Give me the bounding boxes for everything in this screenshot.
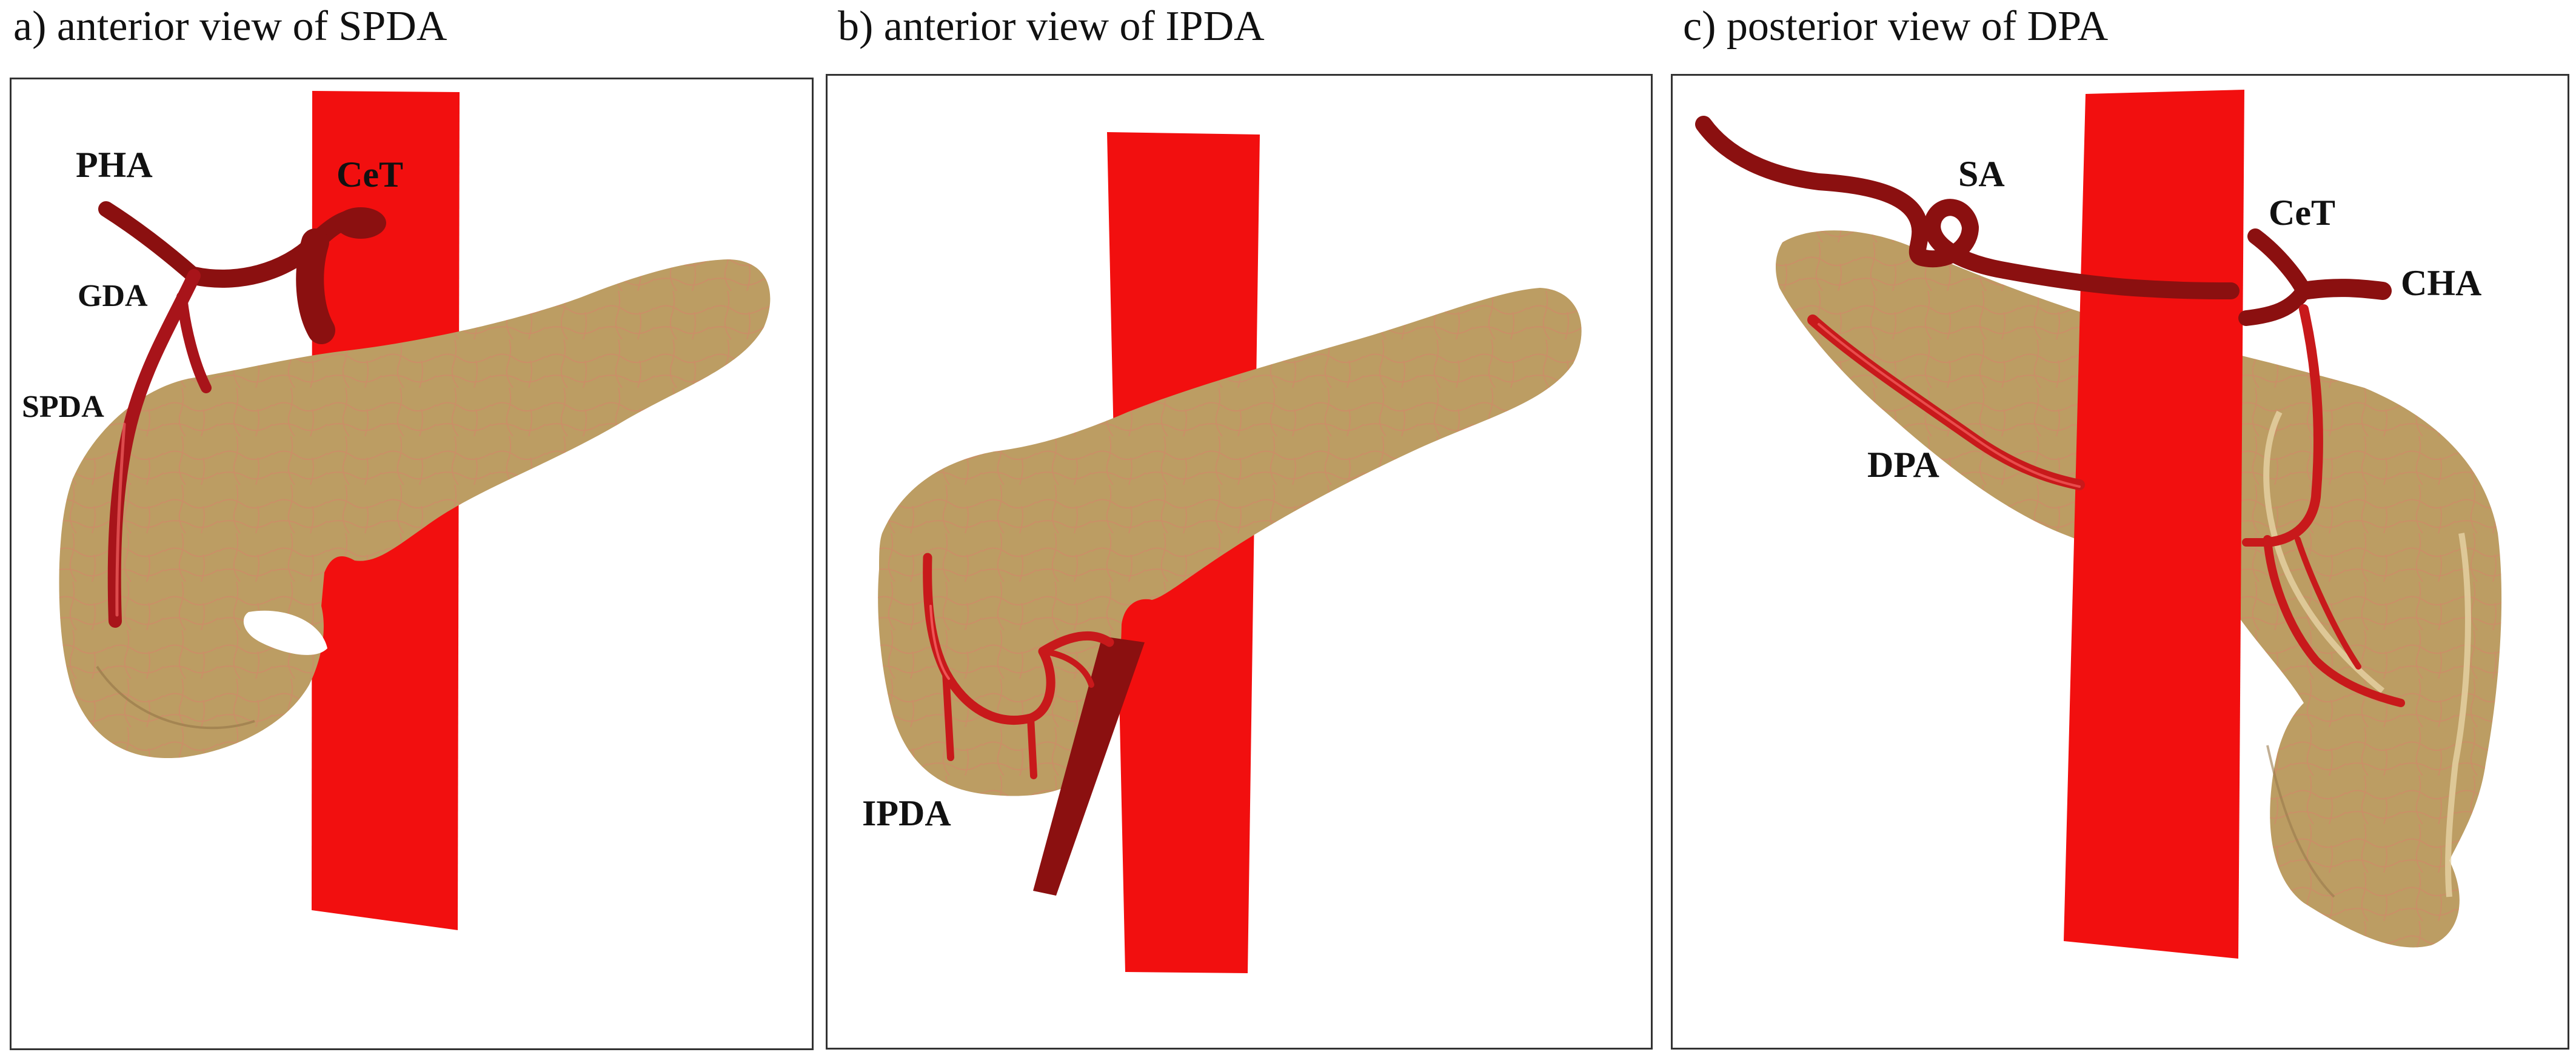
spda-artery: [176, 291, 212, 393]
panel-c-diagram: SA CeT CHA DPA: [1695, 90, 2502, 959]
sma-trunk-b: [1033, 636, 1145, 896]
panel-a-title: a) anterior view of SPDA: [13, 3, 447, 50]
pha-artery: [98, 201, 202, 284]
label-cet-c: CeT: [2269, 193, 2335, 233]
label-pha: PHA: [76, 145, 153, 185]
celiac-trunk-c: [2238, 228, 2312, 326]
aorta-vessel-c: [2064, 90, 2244, 959]
panel-b-title: b) anterior view of IPDA: [838, 3, 1265, 50]
panel-b-diagram: IPDA: [862, 132, 1582, 973]
cha-artery: [2295, 279, 2392, 300]
label-sa: SA: [1958, 154, 2005, 194]
label-cha: CHA: [2401, 263, 2481, 303]
splenic-artery: [1695, 116, 2240, 299]
gda-artery: [107, 269, 201, 628]
label-dpa: DPA: [1867, 445, 1939, 485]
label-spda: SPDA: [22, 390, 104, 424]
panel-c-title: c) posterior view of DPA: [1683, 3, 2109, 50]
arteries-b: [923, 553, 1114, 779]
label-cet-a: CeT: [336, 155, 403, 195]
label-ipda: IPDA: [862, 793, 951, 833]
arteries-c: [1695, 116, 2405, 707]
pancreas-a: [59, 259, 771, 759]
label-gda: GDA: [78, 279, 148, 313]
arteries-a: [98, 201, 386, 628]
panel-a-diagram: PHA CeT GDA SPDA: [22, 91, 771, 930]
